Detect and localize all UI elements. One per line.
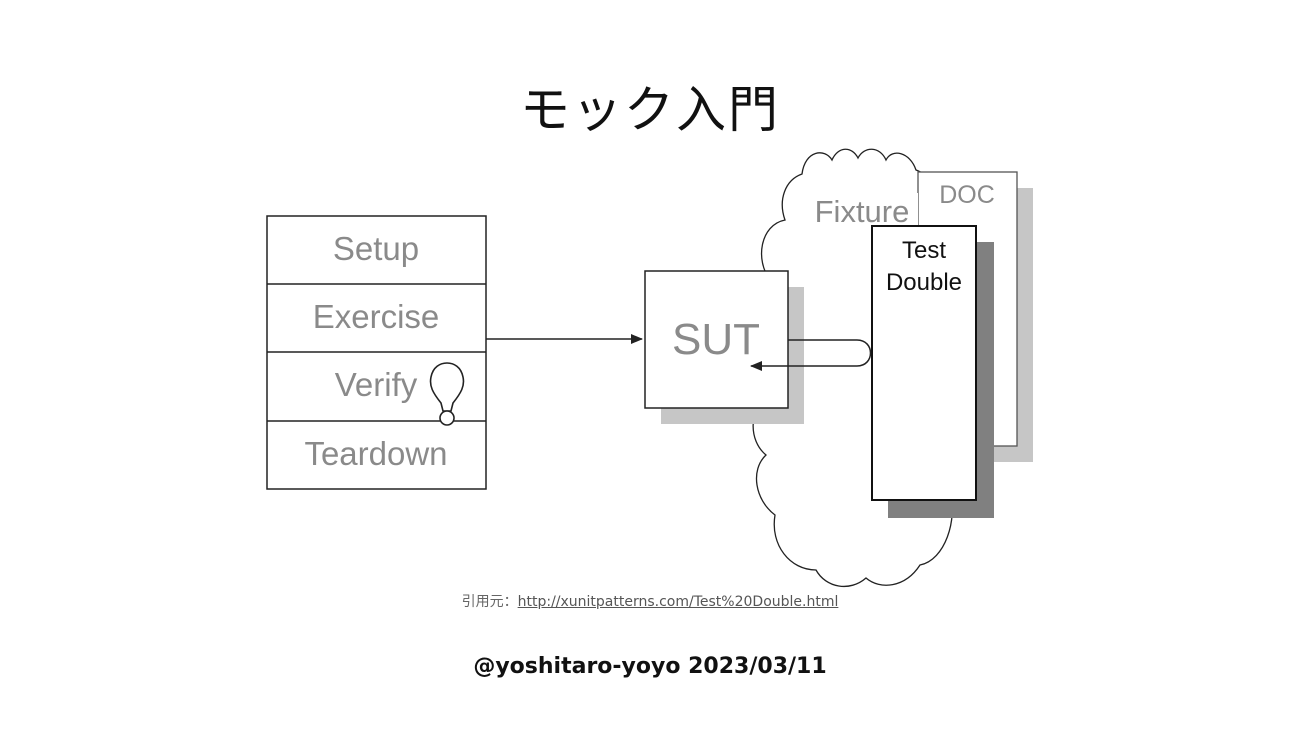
slide-title: モック入門: [520, 81, 780, 139]
sut-label: SUT: [672, 315, 760, 364]
phase-teardown-label: Teardown: [304, 435, 447, 472]
test-double-label-line2: Double: [886, 269, 962, 296]
phase-setup-label: Setup: [333, 230, 419, 267]
fixture-label-backing: [806, 193, 918, 229]
test-double-label-line1: Test: [902, 237, 946, 264]
four-phase-test-box: Setup Exercise Verify Teardown: [266, 215, 487, 490]
author-date-footer: @yoshitaro-yoyo 2023/03/11: [473, 654, 827, 679]
doc-label: DOC: [939, 181, 995, 209]
sut-test-double-loop-arrow: [750, 339, 872, 371]
lightbulb-icon: [429, 362, 465, 426]
citation: 引用元：http://xunitpatterns.com/Test%20Doub…: [0, 591, 1300, 611]
test-double-box: Test Double: [871, 225, 994, 518]
fixture-label: Fixture: [815, 194, 910, 229]
citation-prefix: 引用元：: [461, 594, 518, 610]
sut-box: SUT: [644, 270, 804, 424]
citation-link[interactable]: http://xunitpatterns.com/Test%20Double.h…: [517, 594, 839, 610]
phase-exercise-label: Exercise: [313, 298, 440, 335]
phase-verify-label: Verify: [335, 366, 418, 403]
